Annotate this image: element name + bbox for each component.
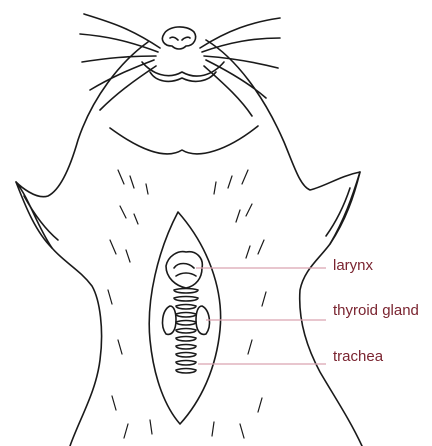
thyroid-lobe-left	[163, 306, 176, 334]
muzzle	[142, 62, 224, 81]
whiskers-left	[80, 14, 160, 110]
head-outline	[206, 40, 362, 446]
larynx-structure	[166, 252, 202, 288]
larynx-label: larynx	[333, 257, 373, 275]
trachea-label: trachea	[333, 348, 383, 366]
trachea-rings	[174, 289, 198, 374]
jaw-contour	[110, 126, 258, 154]
whiskers-right	[200, 18, 280, 116]
head-outline	[16, 42, 148, 446]
thyroid-gland-label: thyroid gland	[333, 302, 419, 320]
